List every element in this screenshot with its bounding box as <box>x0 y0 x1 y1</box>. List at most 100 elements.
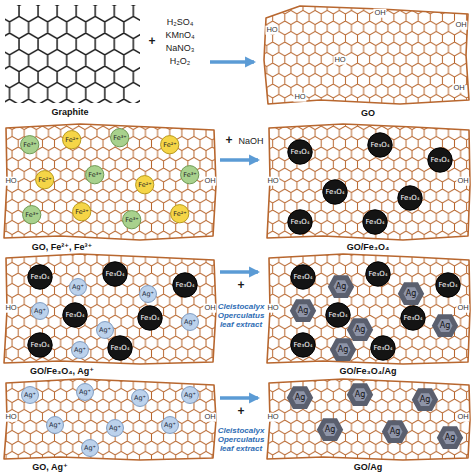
product-caption: GO <box>361 108 375 118</box>
silver-ion: Ag⁺ <box>139 285 157 303</box>
hydroxyl-group: OH <box>456 413 469 422</box>
particle-label: Ag⁺ <box>49 422 61 429</box>
circle-outline <box>136 176 154 194</box>
hydroxyl-group: OH <box>452 84 465 93</box>
circle-outline <box>77 384 94 401</box>
particle-label: Fe₃O₄ <box>368 271 387 278</box>
magnetite-particle: Fe₃O₄ <box>397 185 423 211</box>
particle-label: Ag <box>406 290 417 298</box>
circle-outline <box>162 417 179 434</box>
particle-label: Ag <box>298 307 309 315</box>
go-sheet <box>4 124 216 240</box>
ferric-ion: Fe³⁺ <box>22 205 41 224</box>
hydroxyl-group: HO <box>4 304 17 313</box>
particle-label: Ag⁺ <box>142 291 154 298</box>
graphite-lattice <box>5 5 140 103</box>
circle-outline <box>161 136 179 154</box>
hydroxyl-group: OH <box>456 177 469 186</box>
silver-particle: Ag <box>434 316 456 335</box>
particle-label: Fe³⁺ <box>25 212 38 219</box>
hydroxyl-group: HO <box>293 93 306 102</box>
hexagon-outline <box>385 423 406 441</box>
magnetite-particle: Fe₃O₄ <box>62 302 88 328</box>
hexagon-outline <box>290 389 311 407</box>
hexagon-outline <box>440 429 461 447</box>
go-sheet <box>267 124 470 240</box>
particle-label: Fe³⁺ <box>23 142 36 149</box>
circle-outline <box>47 417 64 434</box>
circle-outline <box>70 279 87 296</box>
hydroxyl-group: OH <box>373 9 386 18</box>
product-caption: GO/Ag <box>354 462 383 472</box>
circle-outline <box>108 336 132 360</box>
reaction-arrows <box>210 62 258 398</box>
ferrous-ion: Fe²⁺ <box>35 170 54 189</box>
circle-outline <box>398 186 422 210</box>
particle-label: Ag⁺ <box>74 347 86 354</box>
particle-label: Fe³⁺ <box>183 172 196 179</box>
product-caption: Graphite <box>51 107 88 117</box>
magnetite-particle: Fe₃O₄ <box>137 305 163 331</box>
silver-ion: Ag⁺ <box>106 419 124 437</box>
magnetite-particle: Fe₃O₄ <box>325 302 351 328</box>
silver-ion: Ag⁺ <box>76 383 94 401</box>
plus-sign: + <box>237 279 244 293</box>
ferric-ion: Fe³⁺ <box>20 135 39 154</box>
product-caption: GO/Fe₃O₄/Ag <box>340 366 397 376</box>
circle-outline <box>123 211 141 229</box>
circle-outline <box>371 336 395 360</box>
magnetite-particle: Fe₃O₄ <box>102 261 128 287</box>
particle-label: Fe₃O₄ <box>365 219 384 226</box>
silver-ion: Ag⁺ <box>131 389 149 407</box>
circle-outline <box>436 273 460 297</box>
circle-outline <box>401 306 425 330</box>
circle-outline <box>72 342 89 359</box>
reagent-label: NaNO₃ <box>166 43 195 53</box>
product-caption: GO/Fe₃O₄ <box>347 242 389 252</box>
ferrous-ion: Fe²⁺ <box>62 130 81 149</box>
ferric-ion: Fe³⁺ <box>180 165 199 184</box>
particle-label: Fe₃O₄ <box>30 342 49 349</box>
particle-label: Ag⁺ <box>34 308 46 315</box>
particle-label: Fe²⁺ <box>75 209 88 216</box>
silver-ion: Ag⁺ <box>96 321 114 339</box>
circle-outline <box>63 131 81 149</box>
circle-outline <box>182 387 199 404</box>
circle-outline <box>291 333 315 357</box>
hydroxyl-group: HO <box>266 304 279 313</box>
hexagon-outline <box>293 302 314 320</box>
silver-ion: Ag⁺ <box>81 439 99 457</box>
magnetite-particle: Fe₃O₄ <box>287 209 313 235</box>
circle-outline <box>428 148 452 172</box>
silver-particle: Ag <box>319 420 341 439</box>
circle-outline <box>36 171 54 189</box>
ferric-ion: Fe³⁺ <box>122 210 141 229</box>
hydroxyl-group: OH <box>203 413 216 422</box>
particle-label: Ag⁺ <box>84 445 96 452</box>
go-sheet <box>264 6 469 104</box>
magnetite-particle: Fe₃O₄ <box>107 335 133 361</box>
silver-ion: Ag⁺ <box>181 313 199 331</box>
particle-label: Fe₃O₄ <box>140 315 159 322</box>
ferric-ion: Fe³⁺ <box>110 128 129 147</box>
circle-outline <box>291 265 315 289</box>
plus-sign: + <box>148 35 155 49</box>
particle-label: Ag <box>295 394 306 402</box>
particle-label: Ag <box>390 428 401 436</box>
particle-label: Ag <box>325 426 336 434</box>
plus-sign: + <box>225 134 232 148</box>
hexagon-outline <box>320 421 341 439</box>
circle-outline <box>171 205 189 223</box>
go-sheets <box>4 6 470 460</box>
particle-label: Ag <box>338 346 349 354</box>
particle-label: Ag⁺ <box>184 392 196 399</box>
hydroxyl-group: HO <box>266 413 279 422</box>
magnetite-particle: Fe₃O₄ <box>27 332 53 358</box>
particle-label: Ag⁺ <box>24 392 36 399</box>
hydroxyl-group: HO <box>4 413 17 422</box>
magnetite-particle: Fe₃O₄ <box>400 305 426 331</box>
particle-label: Fe₃O₄ <box>105 271 124 278</box>
particle-label: Fe₃O₄ <box>290 149 309 156</box>
particle-label: Fe²⁺ <box>38 177 51 184</box>
particle-label: Fe₃O₄ <box>65 312 84 319</box>
